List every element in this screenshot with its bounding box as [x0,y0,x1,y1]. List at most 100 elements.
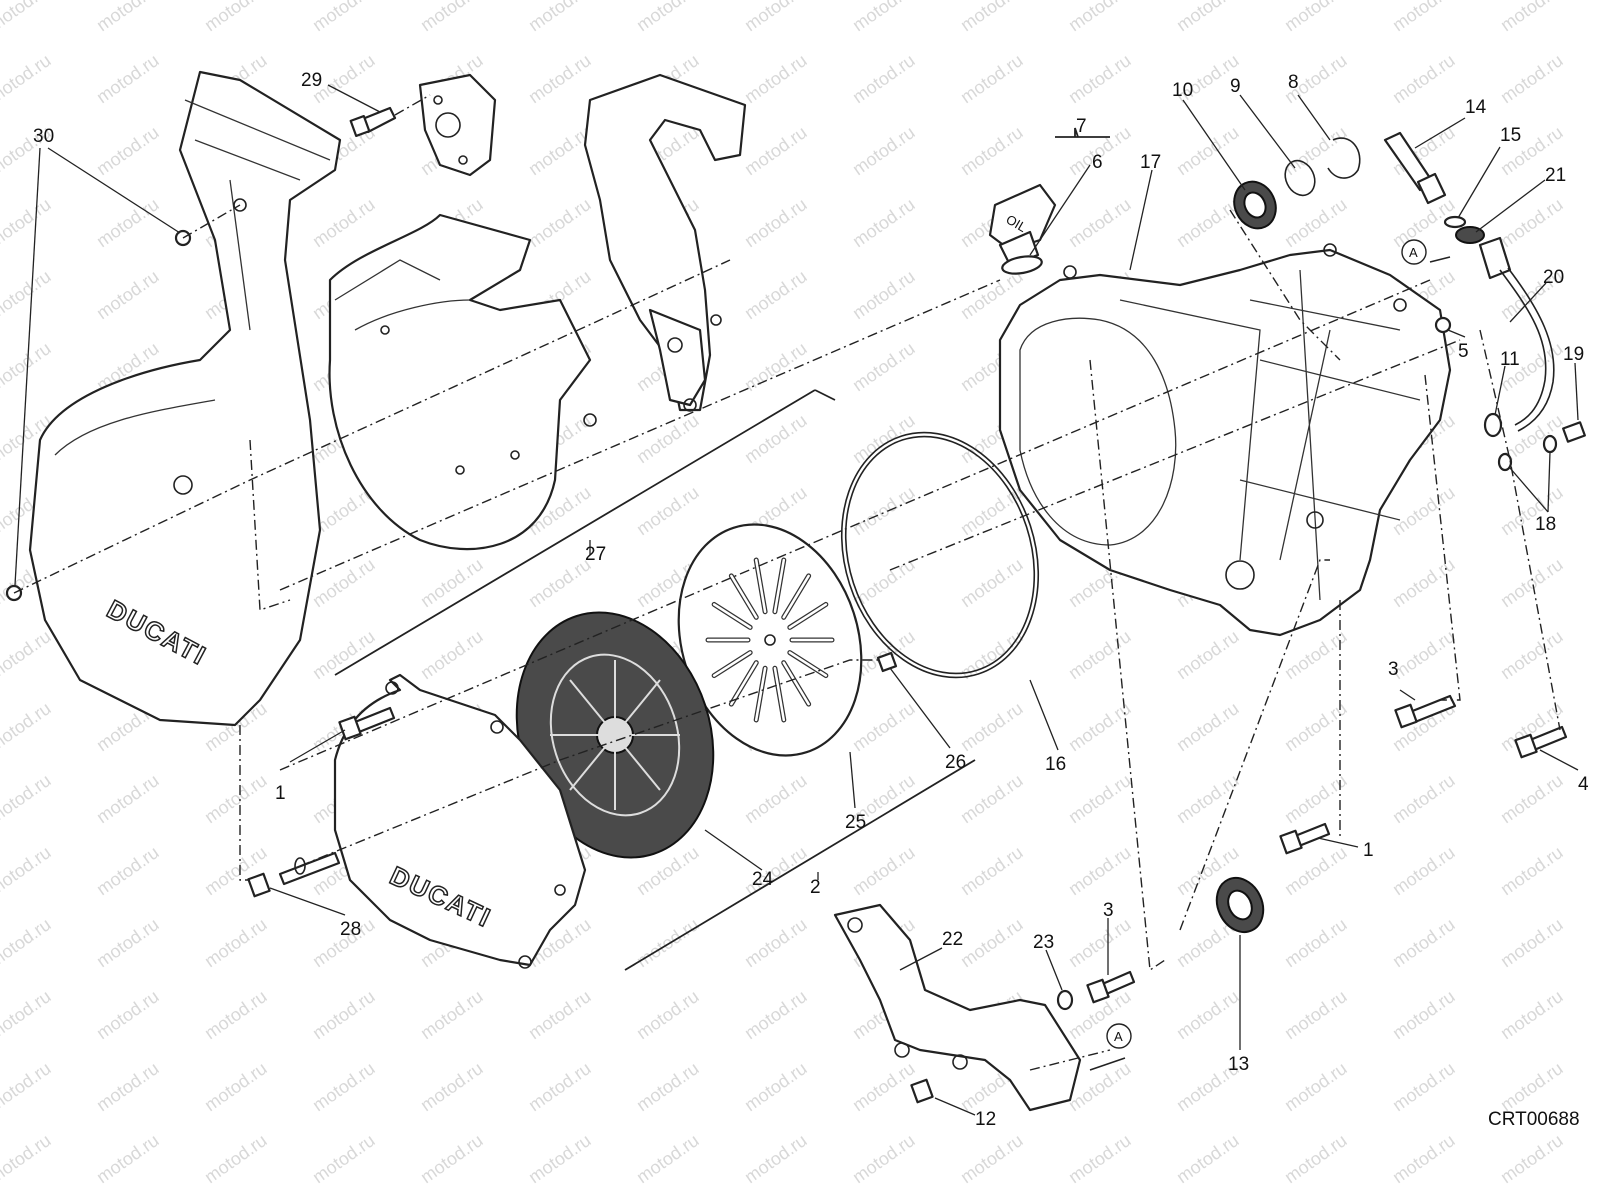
plate-slot [730,661,758,706]
callout-17: 17 [1140,152,1161,173]
plate-slot [754,667,767,722]
watermark-text: motod.ru [201,1130,271,1187]
watermark-text: motod.ru [417,1058,487,1115]
watermark-text: motod.ru [957,554,1027,611]
watermark-text: motod.ru [1173,626,1243,683]
o-ring-16-inner [844,435,1036,675]
cover-bracket [583,73,747,412]
watermark-text: motod.ru [309,986,379,1043]
callout-27: 27 [585,544,606,565]
callout-18: 18 [1535,514,1556,535]
watermark-text: motod.ru [957,770,1027,827]
watermark-text: motod.ru [93,194,163,251]
assembly-brackets [334,127,1110,971]
watermark-text: motod.ru [741,266,811,323]
watermark-text: motod.ru [0,50,54,107]
watermark-text: motod.ru [93,842,163,899]
watermark-text: motod.ru [1497,986,1567,1043]
washer-23 [1056,989,1074,1011]
watermark-text: motod.ru [0,626,54,683]
watermark-text: motod.ru [525,50,595,107]
watermark-text: motod.ru [201,1058,271,1115]
ref-marker-a-bottom: A [1089,1023,1132,1071]
callout-16: 16 [1045,754,1066,775]
watermark-text: motod.ru [849,266,919,323]
callout-21: 21 [1545,165,1566,186]
watermark-text: motod.ru [957,0,1027,35]
seal-11 [1483,412,1503,438]
callout-15: 15 [1500,125,1521,146]
watermark-text: motod.ru [1065,194,1135,251]
callout-12: 12 [975,1109,996,1130]
watermark-text: motod.ru [1281,122,1351,179]
watermark-text: motod.ru [633,914,703,971]
watermark-text: motod.ru [1065,914,1135,971]
svg-text:A: A [1114,1029,1123,1044]
watermark-text: motod.ru [0,698,54,755]
callout-4: 4 [1578,774,1589,795]
watermark-text: motod.ru [93,986,163,1043]
callout-labels: 30 29 10 9 8 14 15 21 7 6 17 20 5 11 19 … [33,70,1589,1130]
watermark-text: motod.ru [849,50,919,107]
watermark-text: motod.ru [1389,0,1459,35]
watermark-text: motod.ru [93,0,163,35]
plate-slot [730,574,758,619]
banjo-19 [1562,421,1586,443]
screw-26 [876,651,898,673]
bolt-28 [247,851,341,898]
plate-slot [782,661,810,706]
watermark-text: motod.ru [93,1058,163,1115]
clutch-cover-2: DUCATI [333,673,587,969]
watermark-text: motod.ru [1497,770,1567,827]
plate-slot [712,603,752,629]
pin-5 [1434,316,1452,334]
watermark-text: motod.ru [849,842,919,899]
assembly-lines [13,94,1561,1071]
watermark-text: motod.ru [417,554,487,611]
watermark-text: motod.ru [93,266,163,323]
washer-15 [1443,215,1467,229]
callout-25: 25 [845,812,866,833]
watermark-text: motod.ru [417,626,487,683]
watermark-text: motod.ru [0,842,54,899]
watermark-text: motod.ru [201,914,271,971]
watermark-text: motod.ru [741,0,811,35]
watermark-text: motod.ru [957,50,1027,107]
watermark-text: motod.ru [1281,1058,1351,1115]
watermark-text: motod.ru [1281,0,1351,35]
watermark-text: motod.ru [0,986,54,1043]
plate-slot [788,651,828,677]
watermark-text: motod.ru [309,1058,379,1115]
watermark-text: motod.ru [0,194,54,251]
bolt-1-right [1279,822,1331,855]
watermark-text: motod.ru [1389,1058,1459,1115]
watermark-text: motod.ru [1281,770,1351,827]
bolt-12 [910,1078,934,1104]
watermark-text: motod.ru [417,0,487,35]
watermark-text: motod.ru [93,1130,163,1187]
watermark-text: motod.ru [0,266,54,323]
callout-24: 24 [752,869,774,890]
watermark-text: motod.ru [201,0,271,35]
o-ring-16 [840,431,1040,679]
watermark-text: motod.ru [93,50,163,107]
bolt-3-lower [1086,970,1136,1004]
callout-30: 30 [33,126,54,147]
watermark-text: motod.ru [1281,986,1351,1043]
watermark-text: motod.ru [525,122,595,179]
oil-cap-seal-6 [1001,255,1043,275]
plate-slot [773,558,786,613]
watermark-text: motod.ru [525,0,595,35]
watermark-text: motod.ru [633,482,703,539]
plate-slot [754,558,767,613]
watermark-text: motod.ru [93,122,163,179]
callout-13: 13 [1228,1054,1249,1075]
watermark-text: motod.ru [849,554,919,611]
callout-1-right: 1 [1363,840,1374,861]
callout-9: 9 [1230,76,1241,97]
watermark-text: motod.ru [201,770,271,827]
drawing-code: CRT00688 [1488,1109,1580,1130]
watermark-text: motod.ru [525,194,595,251]
pressure-plate-25 [677,523,863,757]
watermark-text: motod.ru [741,1058,811,1115]
